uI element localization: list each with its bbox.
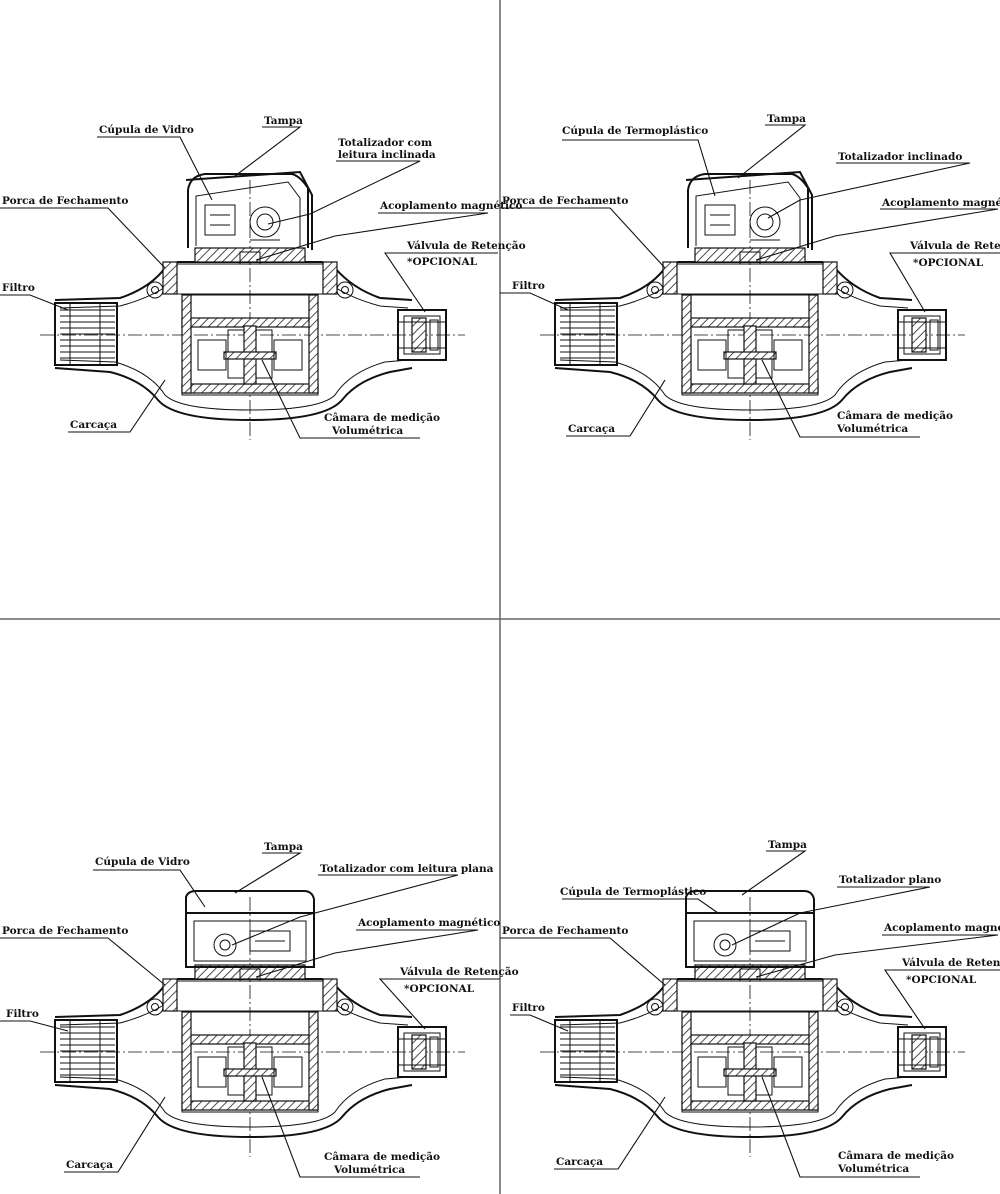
label-coupling: Acoplamento magnético	[883, 922, 1000, 934]
label-housing: Carcaça	[66, 1159, 113, 1171]
label-cover: Tampa	[768, 839, 807, 851]
panel-bottom-left: Cúpula de Vidro Tampa Totalizador com le…	[0, 841, 519, 1178]
label-cover: Tampa	[767, 113, 806, 125]
label-valve: Válvula de Retenção	[406, 240, 526, 252]
label-dome: Cúpula de Vidro	[95, 856, 190, 868]
label-dome: Cúpula de Termoplástico	[560, 886, 706, 898]
label-ring: Porca de Fechamento	[502, 195, 628, 207]
label-filter: Filtro	[512, 1002, 545, 1014]
label-coupling: Acoplamento magnético	[881, 197, 1000, 209]
label-chamber-line2: Volumétrica	[333, 1164, 405, 1176]
label-register: Totalizador inclinado	[838, 151, 962, 163]
label-coupling: Acoplamento magnético	[357, 917, 500, 929]
label-housing: Carcaça	[568, 423, 615, 435]
label-chamber-line2: Volumétrica	[331, 425, 403, 437]
panel-bottom-right: Cúpula de Termoplástico Tampa Totalizado…	[500, 839, 1000, 1178]
label-chamber-line1: Câmara de medição	[324, 412, 440, 424]
label-housing: Carcaça	[556, 1156, 603, 1168]
meter-cross-section	[39, 179, 466, 441]
label-ring: Porca de Fechamento	[502, 925, 628, 937]
panel-top-left: Cúpula de Vidro Tampa Totalizador com le…	[0, 115, 526, 441]
label-valve: Válvula de Retenção	[909, 240, 1000, 252]
label-valve: Válvula de Retenção	[901, 957, 1000, 969]
label-chamber-line1: Câmara de medição	[837, 410, 953, 422]
label-optional: *OPCIONAL	[906, 974, 977, 986]
label-housing: Carcaça	[70, 419, 117, 431]
label-cover: Tampa	[264, 115, 303, 127]
label-chamber-line1: Câmara de medição	[838, 1150, 954, 1162]
label-filter: Filtro	[6, 1008, 39, 1020]
label-cover: Tampa	[264, 841, 303, 853]
register-inclined	[685, 171, 813, 251]
label-register: Totalizador com leitura plana	[320, 863, 494, 875]
label-valve: Válvula de Retenção	[399, 966, 519, 978]
register-inclined	[185, 171, 313, 251]
label-filter: Filtro	[512, 280, 545, 292]
label-chamber-line2: Volumétrica	[836, 423, 908, 435]
label-dome: Cúpula de Vidro	[99, 124, 194, 136]
label-ring: Porca de Fechamento	[2, 195, 128, 207]
label-chamber-line2: Volumétrica	[837, 1163, 909, 1175]
label-register-line1: Totalizador com	[338, 137, 432, 149]
label-optional: *OPCIONAL	[404, 983, 475, 995]
meter-cross-section	[539, 179, 966, 441]
label-optional: *OPCIONAL	[407, 256, 478, 268]
label-register-line2: leitura inclinada	[338, 149, 436, 161]
label-coupling: Acoplamento magnético	[379, 200, 522, 212]
label-filter: Filtro	[2, 282, 35, 294]
panel-top-right: Cúpula de Termoplástico Tampa Totalizado…	[500, 113, 1000, 441]
label-chamber-line1: Câmara de medição	[324, 1151, 440, 1163]
label-ring: Porca de Fechamento	[2, 925, 128, 937]
label-register: Totalizador plano	[839, 874, 941, 886]
label-optional: *OPCIONAL	[913, 257, 984, 269]
label-dome: Cúpula de Termoplástico	[562, 125, 708, 137]
